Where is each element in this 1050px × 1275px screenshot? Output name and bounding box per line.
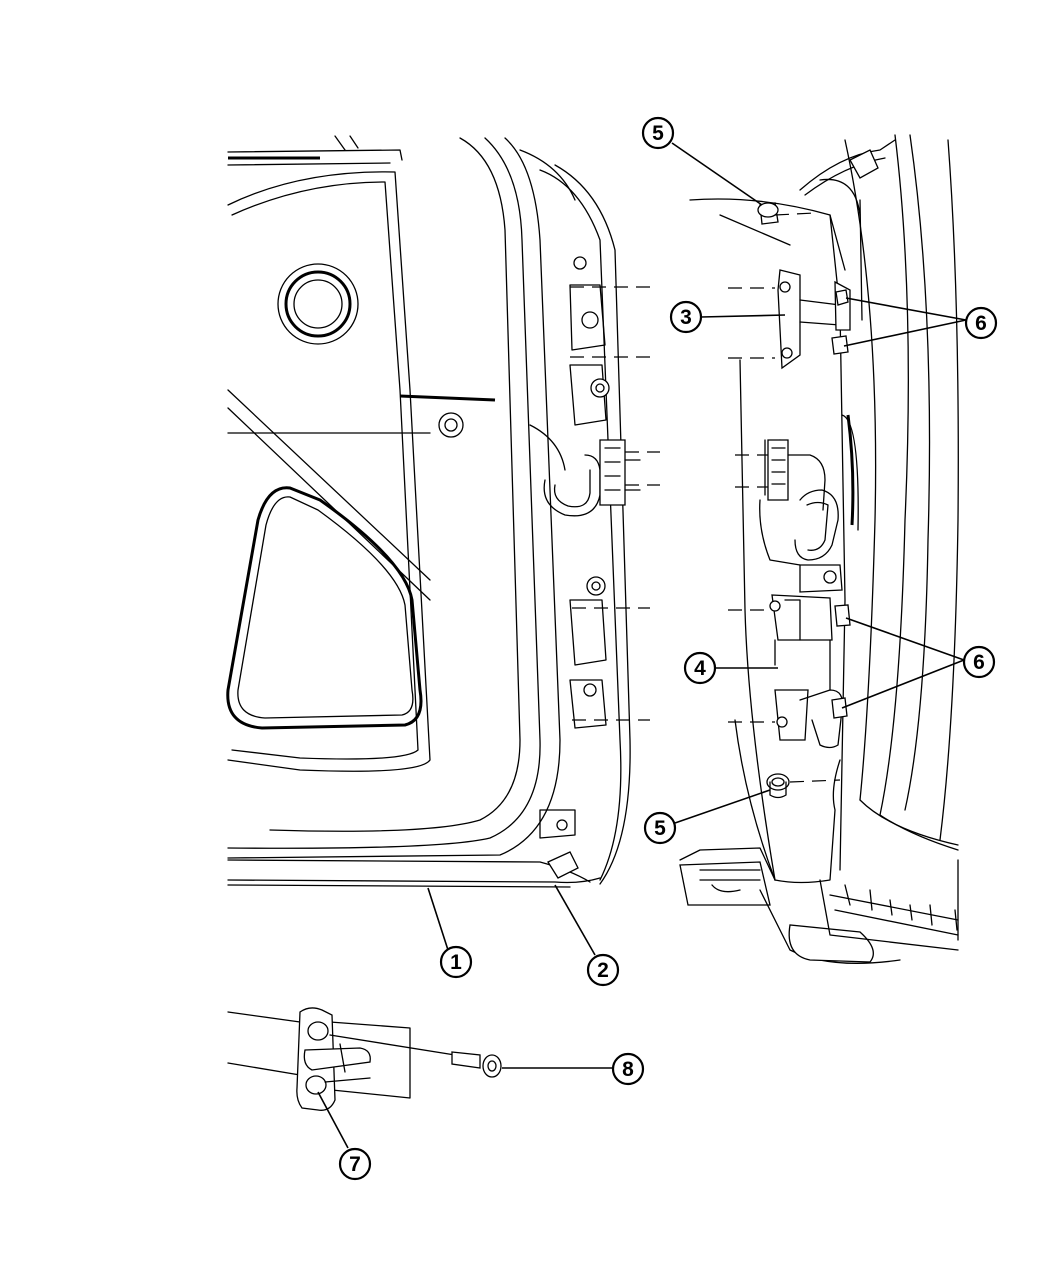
leader-6b1 xyxy=(845,617,965,661)
door-assembly-illustration xyxy=(226,135,660,888)
callout-label: 7 xyxy=(349,1153,361,1176)
callout-label: 5 xyxy=(652,122,664,145)
callout-label: 8 xyxy=(622,1058,634,1081)
leader-6a2 xyxy=(843,319,967,347)
callout-label: 2 xyxy=(597,959,609,982)
leader-6a1 xyxy=(845,297,967,321)
callout-2: 2 xyxy=(586,953,620,987)
leader-2 xyxy=(554,884,596,956)
callout-5-top: 5 xyxy=(641,116,675,150)
callout-label: 6 xyxy=(975,312,987,335)
callout-8: 8 xyxy=(611,1052,645,1086)
leader-6b2 xyxy=(841,659,965,709)
callout-label: 3 xyxy=(680,306,692,329)
callout-label: 1 xyxy=(450,951,462,974)
door-striker-illustration xyxy=(227,1007,502,1111)
body-pillar-illustration xyxy=(679,134,959,964)
leader-1 xyxy=(427,887,449,951)
callout-1: 1 xyxy=(439,945,473,979)
callout-6-lower: 6 xyxy=(962,645,996,679)
callout-5-bottom: 5 xyxy=(643,811,677,845)
leader-5a xyxy=(671,142,763,206)
leader-lines xyxy=(317,142,967,1149)
callout-7: 7 xyxy=(338,1147,372,1181)
leader-3 xyxy=(700,314,786,318)
callout-label: 6 xyxy=(973,651,985,674)
callout-4: 4 xyxy=(683,651,717,685)
callout-label: 4 xyxy=(694,657,706,680)
leader-7 xyxy=(317,1091,349,1149)
leader-5b xyxy=(674,789,771,824)
callout-6-upper: 6 xyxy=(964,306,998,340)
callout-label: 5 xyxy=(654,817,666,840)
callout-3: 3 xyxy=(669,300,703,334)
